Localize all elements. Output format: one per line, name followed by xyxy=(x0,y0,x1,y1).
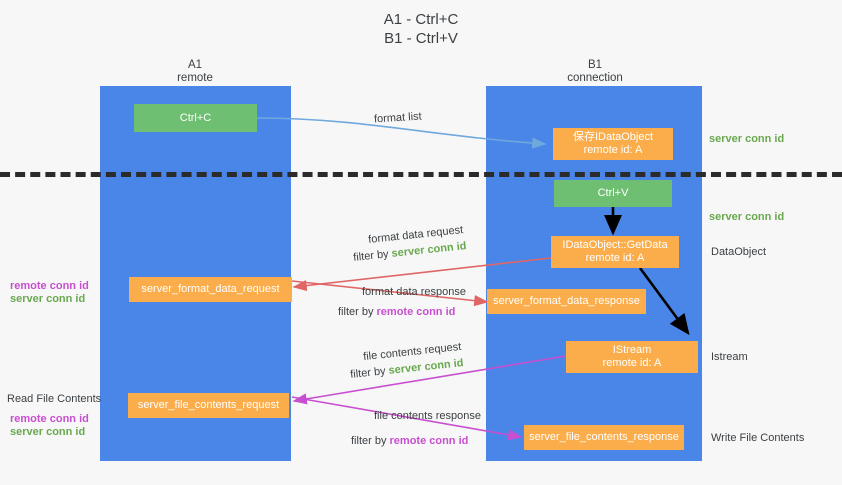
box-ctrl-v[interactable]: Ctrl+V xyxy=(554,180,672,207)
label-file-contents-response-filter: filter by remote conn id xyxy=(351,434,468,448)
right-label-dataobject: DataObject xyxy=(711,245,766,259)
box-istream[interactable]: IStream remote id: A xyxy=(566,341,698,373)
left-label-remote-conn-id-2-text: remote conn id xyxy=(10,413,89,425)
label-format-data-response-filter: filter by remote conn id xyxy=(338,305,455,319)
label-format-data-response: format data response xyxy=(362,285,466,299)
box-server-file-contents-request-label: server_file_contents_request xyxy=(137,399,280,411)
label-filter-key-remote-conn-id-2: remote conn id xyxy=(389,435,469,447)
label-filter-prefix-2: filter by xyxy=(338,306,377,318)
box-server-format-data-request[interactable]: server_format_data_request xyxy=(129,277,292,302)
right-label-write-file-contents-text: Write File Contents xyxy=(711,432,805,444)
column-b1-sub: connection xyxy=(567,72,623,84)
right-label-istream-text: Istream xyxy=(711,351,748,363)
box-ctrl-c[interactable]: Ctrl+C xyxy=(134,104,257,132)
label-filter-prefix-3: filter by xyxy=(349,364,390,381)
left-label-server-conn-id-1-text: server conn id xyxy=(10,293,86,305)
diagram-title: A1 - Ctrl+C B1 - Ctrl+V xyxy=(0,10,842,48)
phase-divider xyxy=(0,172,842,177)
column-a1-sub: remote xyxy=(177,72,213,84)
left-label-read-file-contents: Read File Contents xyxy=(7,392,101,406)
left-label-remote-conn-id-2: remote conn id xyxy=(10,412,89,426)
left-label-remote-conn-id-1: remote conn id xyxy=(10,279,89,293)
column-b1-name: B1 xyxy=(587,59,603,71)
box-getdata[interactable]: IDataObject::GetData remote id: A xyxy=(551,236,679,268)
box-server-file-contents-response-label: server_file_contents_response xyxy=(529,431,679,443)
label-format-list-text: format list xyxy=(373,110,423,126)
right-label-dataobject-text: DataObject xyxy=(711,246,767,258)
box-server-format-data-response-label: server_format_data_response xyxy=(493,295,640,307)
left-label-remote-conn-id-1-text: remote conn id xyxy=(10,280,89,292)
label-file-contents-response: file contents response xyxy=(374,409,481,423)
left-label-read-file-contents-text: Read File Contents xyxy=(7,393,102,405)
right-label-server-conn-id-mid: server conn id xyxy=(709,210,784,224)
box-server-format-data-response[interactable]: server_format_data_response xyxy=(487,289,646,314)
right-label-write-file-contents: Write File Contents xyxy=(711,431,804,445)
column-a1-name: A1 xyxy=(187,59,203,71)
box-ctrl-v-label: Ctrl+V xyxy=(597,187,629,199)
title-line-2: B1 - Ctrl+V xyxy=(384,30,458,47)
right-label-istream: Istream xyxy=(711,350,748,364)
box-save-idataobject-line2: remote id: A xyxy=(583,144,643,156)
right-label-server-conn-id-mid-text: server conn id xyxy=(709,211,785,223)
title-line-1: A1 - Ctrl+C xyxy=(383,11,459,28)
box-istream-line2: remote id: A xyxy=(602,357,662,369)
box-save-idataobject-line1: 保存IDataObject xyxy=(572,131,654,143)
label-filter-prefix: filter by xyxy=(352,247,393,264)
label-filter-prefix-4: filter by xyxy=(351,435,390,447)
box-server-file-contents-request[interactable]: server_file_contents_request xyxy=(128,393,289,418)
right-label-server-conn-id-top: server conn id xyxy=(709,132,784,146)
box-ctrl-c-label: Ctrl+C xyxy=(179,111,212,124)
left-label-server-conn-id-1: server conn id xyxy=(10,292,85,306)
right-label-server-conn-id-top-text: server conn id xyxy=(709,133,785,145)
label-format-list: format list xyxy=(374,110,422,127)
column-header-a1: A1 remote xyxy=(145,59,245,85)
box-save-idataobject[interactable]: 保存IDataObject remote id: A xyxy=(553,128,673,160)
label-format-data-response-text: format data response xyxy=(362,286,466,298)
box-server-format-data-request-label: server_format_data_request xyxy=(141,283,280,295)
box-getdata-line2: remote id: A xyxy=(585,252,645,264)
box-istream-line1: IStream xyxy=(612,344,652,356)
box-getdata-line1: IDataObject::GetData xyxy=(562,239,668,251)
box-server-file-contents-response[interactable]: server_file_contents_response xyxy=(524,425,684,450)
left-label-server-conn-id-2: server conn id xyxy=(10,425,85,439)
label-file-contents-response-text: file contents response xyxy=(374,410,482,422)
column-header-b1: B1 connection xyxy=(545,59,645,85)
label-filter-key-remote-conn-id: remote conn id xyxy=(376,306,456,318)
left-label-server-conn-id-2-text: server conn id xyxy=(10,426,86,438)
